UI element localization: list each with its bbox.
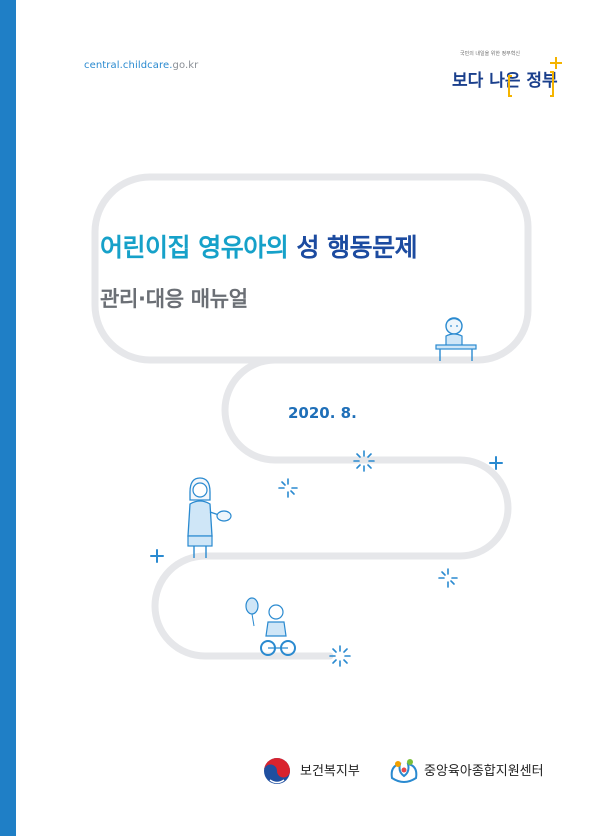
title-part-3: 성 행동문제	[296, 233, 418, 262]
gov-innovation-logo: 국민의 내일을 위한 정부혁신 보다 나은 정부	[452, 48, 572, 108]
gov-slogan-b: 정부	[526, 71, 558, 91]
plus-icon	[489, 456, 503, 470]
publication-date: 2020. 8.	[288, 404, 357, 422]
gov-slogan-small: 국민의 내일을 위한 정부혁신	[460, 51, 520, 57]
title-part-2: 영유아의	[198, 233, 297, 262]
plus-icon	[150, 549, 164, 563]
sparkle-icon	[329, 645, 351, 667]
center-name: 중앙육아종합지원센터	[424, 764, 544, 779]
sparkle-icon	[438, 568, 458, 588]
url-suffix: go.kr	[172, 60, 199, 71]
ministry-name: 보건복지부	[300, 764, 360, 779]
gov-slogan: 보다 나은 정부	[452, 66, 558, 91]
child-tricycle-illustration	[245, 597, 296, 656]
childcare-center-logo: 중앙육아종합지원센터	[388, 756, 578, 786]
website-url[interactable]: central.childcare.go.kr	[84, 60, 198, 71]
childcare-center-logo-icon	[390, 759, 418, 783]
side-color-bar	[0, 0, 16, 836]
ministry-logo: 보건복지부	[262, 756, 378, 786]
sparkle-icon	[353, 450, 375, 472]
sparkle-icon	[278, 478, 298, 498]
title-part-1: 어린이집	[100, 233, 199, 262]
url-main: central.childcare.	[84, 60, 173, 71]
gov-slogan-a: 보다 나은	[452, 71, 527, 91]
taegeuk-emblem-icon	[264, 758, 290, 784]
gov-bracket-icon	[508, 57, 562, 97]
child-desk-illustration	[435, 317, 477, 361]
teacher-illustration	[187, 477, 232, 558]
subtitle: 관리·대응 매뉴얼	[100, 287, 248, 311]
main-title: 어린이집 영유아의 성 행동문제	[100, 228, 418, 264]
